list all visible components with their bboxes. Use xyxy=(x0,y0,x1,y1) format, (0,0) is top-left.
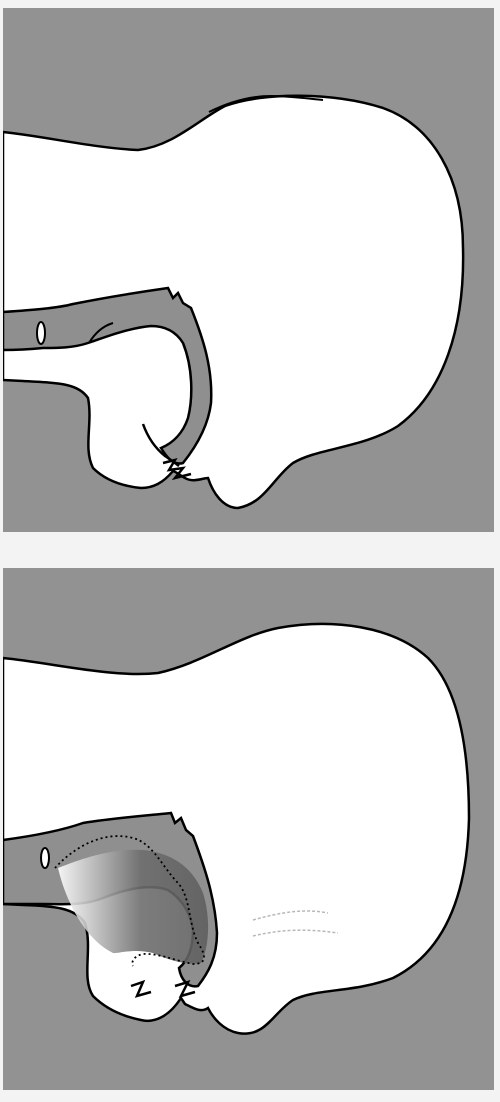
nostril-ellipse xyxy=(37,322,45,344)
head-profile-top-drawing xyxy=(3,8,494,532)
panel-top-head-profile xyxy=(3,8,494,532)
head-profile-bottom-drawing xyxy=(3,568,494,1090)
panel-bottom-head-profile xyxy=(3,568,494,1090)
head-silhouette xyxy=(3,96,463,508)
nostril-ellipse xyxy=(41,848,49,868)
